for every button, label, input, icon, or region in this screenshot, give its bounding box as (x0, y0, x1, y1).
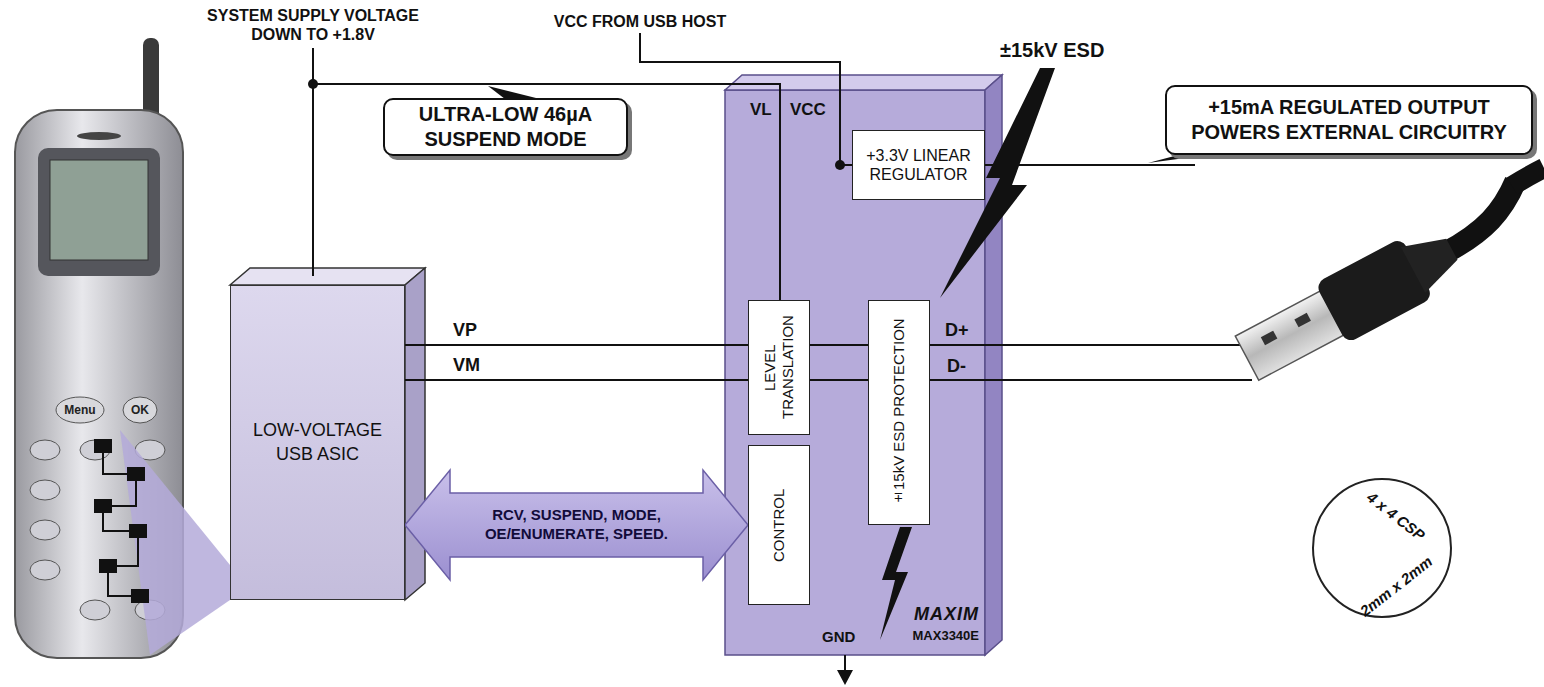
bus-label: RCV, SUSPEND, MODE, OE/ENUMERATE, SPEED. (457, 495, 696, 555)
usb-plug-illustration-part (1261, 331, 1278, 346)
part-number: MAX3340E (913, 628, 979, 643)
phone-illustration-part-part (30, 440, 60, 460)
chip-body-part (725, 75, 1002, 90)
pin-name: VL (750, 100, 772, 120)
supply-wires-part (930, 344, 1248, 346)
box-label: CONTROL (770, 452, 788, 598)
asic-block: LOW-VOLTAGE USB ASIC (230, 285, 405, 600)
phone-illustration-part-part (30, 480, 60, 500)
signal-name: D- (947, 356, 966, 378)
chip-body (725, 75, 1002, 655)
supply-wires (313, 33, 1252, 672)
signal-wire (405, 344, 748, 346)
projection-wedge (95, 430, 230, 655)
supply-wires-part (313, 48, 780, 300)
phone-illustration-part-part (80, 600, 110, 620)
supply-wires-part (312, 84, 314, 276)
box-label: ±15kV ESD PROTECTION (890, 307, 908, 518)
esd-block: ±15kV ESD PROTECTION (868, 300, 930, 525)
projection-wedge-part (120, 430, 230, 655)
signal-wire (405, 379, 748, 381)
phone-illustration-part (123, 397, 157, 423)
usb-plug-illustration (1231, 178, 1544, 388)
key-label: Menu (64, 403, 95, 417)
supply-note: SYSTEM SUPPLY VOLTAGE DOWN TO +1.8V (185, 6, 441, 44)
translator-block: LEVEL TRANSLATION (748, 300, 810, 435)
pin-name: GND (822, 628, 855, 646)
phone-illustration-part (30, 440, 165, 620)
junction-dot-part (835, 160, 845, 170)
chip-body-part (725, 90, 985, 655)
signal-wire (810, 344, 868, 346)
asic-3d-faces-part (230, 268, 425, 285)
supply-wires-part (930, 379, 1252, 381)
regulator-block: +3.3V LINEAR REGULATOR (852, 130, 985, 200)
phone-illustration-part-part (80, 440, 110, 460)
usb-plug-illustration-part (1294, 313, 1311, 328)
esd-callout: ±15kV ESD (1000, 38, 1104, 62)
pin-name: VCC (790, 100, 826, 120)
signal-name: VM (453, 355, 480, 376)
key-label: OK (131, 403, 149, 417)
projection-wedge-part-part (103, 452, 140, 596)
phone-illustration-part (77, 132, 121, 140)
phone-illustration-part-part (30, 560, 60, 580)
box-label: ULTRA-LOW 46µA SUSPEND MODE (395, 102, 616, 152)
box-label: 4 x 4 CSP (1364, 488, 1428, 543)
callout-box: +15mA REGULATED OUTPUT POWERS EXTERNAL C… (1165, 85, 1533, 155)
signal-name: D+ (945, 320, 969, 342)
ic-package: MAXIM MAX3340E +3.3V LINEAR REGULATOR LEVEL… (725, 90, 985, 655)
box-label: LOW-VOLTAGE USB ASIC (248, 419, 388, 466)
phone-illustration-part (38, 148, 160, 276)
brand-logo: MAXIM (914, 604, 979, 625)
box-label: +3.3V LINEAR REGULATOR (857, 146, 980, 184)
projection-wedge-part (95, 440, 148, 602)
callout-box: ULTRA-LOW 46µA SUSPEND MODE (383, 98, 628, 156)
projection-wedge-part-part (95, 440, 111, 452)
bus-arrow (405, 470, 748, 580)
ground-arrow (837, 670, 853, 685)
box-label: LEVEL TRANSLATION (761, 307, 797, 428)
phone-illustration-part (56, 397, 104, 423)
package-badge: 4 x 4 CSP 2mm x 2mm (1312, 478, 1452, 618)
signal-name: VP (453, 320, 477, 341)
supply-wires-part (640, 33, 852, 165)
lightning-bolt-part (880, 527, 912, 640)
junction-dot (308, 79, 845, 170)
supply-note: VCC FROM USB HOST (550, 12, 730, 31)
phone-illustration-part (50, 160, 148, 260)
callout-pointer-part (1148, 154, 1215, 163)
phone-illustration-part-part (30, 520, 60, 540)
box-label: 2mm x 2mm (1357, 553, 1436, 620)
usb-cable (1512, 168, 1544, 186)
asic-3d-faces-part (405, 268, 425, 600)
asic-3d-faces (230, 268, 425, 600)
usb-plug-illustration-part (1401, 226, 1464, 293)
junction-dot-part (308, 79, 318, 89)
signal-wire (810, 379, 868, 381)
box-label: +15mA REGULATED OUTPUT POWERS EXTERNAL C… (1177, 95, 1521, 145)
supply-wires-part (844, 655, 846, 672)
control-block: CONTROL (748, 445, 810, 605)
